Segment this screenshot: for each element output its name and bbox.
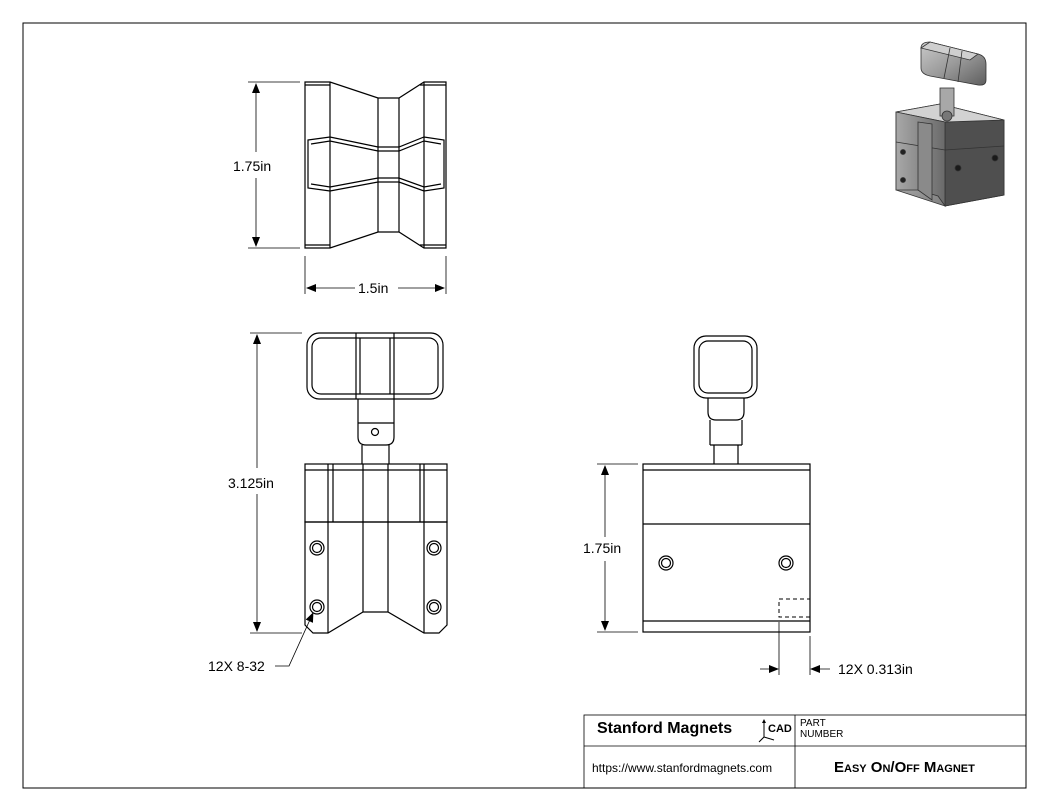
depth-dimension: [760, 622, 830, 675]
part-number-label: PART NUMBER: [800, 718, 843, 740]
part-name: Easy On/Off Magnet: [834, 759, 975, 776]
top-height-label: 1.75in: [233, 158, 271, 174]
top-view-height-dimension: [248, 81, 300, 249]
part-number-label-line2: NUMBER: [800, 729, 844, 740]
part-number-label-line1: PART: [800, 718, 826, 729]
front-view: [304, 332, 448, 634]
side-height-label: 1.75in: [583, 540, 621, 556]
title-block-frame: [583, 714, 1027, 789]
company-name: Stanford Magnets: [597, 720, 733, 737]
depth-callout-label: 12X 0.313in: [838, 661, 913, 677]
top-width-label: 1.5in: [358, 280, 388, 296]
top-view-width-dimension: [304, 256, 447, 294]
svg-text:CAD: CAD: [768, 723, 792, 735]
side-view: [642, 335, 811, 633]
cad-logo-icon: CAD: [758, 717, 792, 745]
company-url: https://www.stanfordmagnets.com: [592, 761, 773, 775]
thread-callout-label: 12X 8-32: [208, 658, 265, 674]
thread-leader: [275, 612, 314, 667]
isometric-view: [895, 41, 1005, 208]
front-height-label: 3.125in: [228, 475, 274, 491]
sheet-border: [22, 22, 1027, 789]
front-view-height-dimension: [250, 332, 302, 634]
top-view: [304, 81, 447, 249]
side-view-height-dimension: [597, 463, 638, 633]
